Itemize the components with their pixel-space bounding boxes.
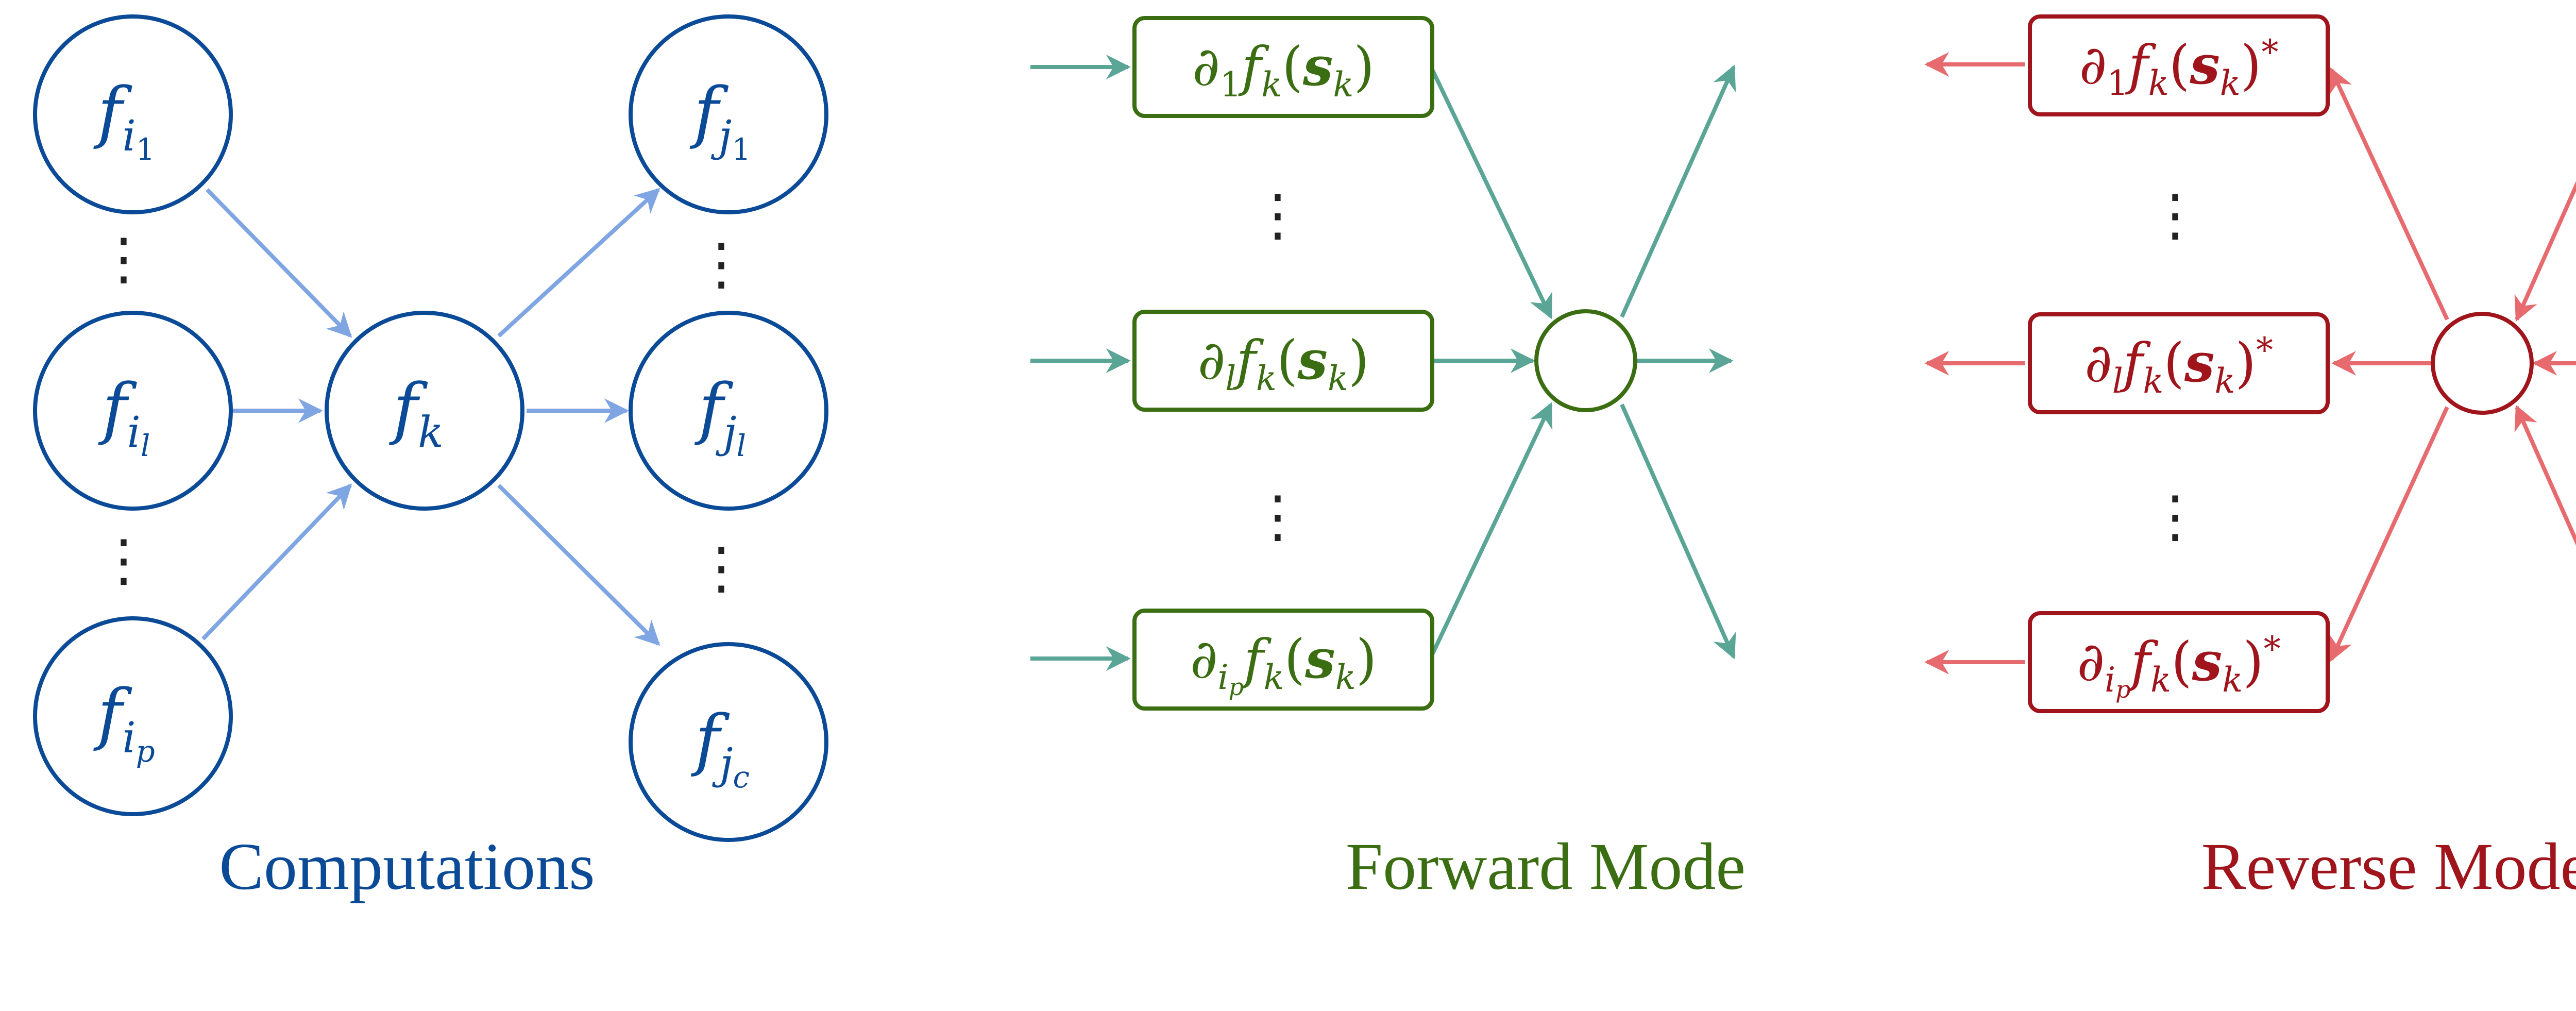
reverse-caption: Reverse Mode	[2201, 830, 2576, 904]
reverse-in-lower	[2514, 405, 2576, 546]
node-output-c	[629, 642, 828, 842]
reverse-box-l	[2028, 312, 2330, 414]
forward-edges	[1030, 55, 1736, 671]
reverse-box-l-label: ∂lfk(sk)*	[2084, 330, 2273, 401]
forward-caption: Forward Mode	[1346, 830, 1745, 904]
forward-boxp-to-sum	[1430, 402, 1553, 655]
computations-panel: fi1 fil fip fk fj1 fjl fjc ⋮ ⋮ ⋮	[33, 14, 828, 904]
forward-box1-to-sum	[1430, 69, 1553, 319]
forward-ellipsis-upper: ⋮	[1249, 182, 1306, 248]
computations-edges	[201, 188, 660, 646]
node-input-l	[33, 311, 233, 511]
forward-box-1	[1132, 16, 1434, 118]
reverse-box-1	[2028, 14, 2330, 116]
forward-sum-node	[1534, 309, 1637, 412]
node-output-1-label: fj1	[690, 73, 751, 167]
node-input-p	[33, 616, 233, 816]
edge-center-to-output-c	[497, 484, 660, 646]
edge-input-1-to-center	[206, 188, 352, 338]
node-center	[325, 311, 524, 511]
ellipsis-inputs-lower: ⋮	[95, 527, 152, 593]
ellipsis-outputs-upper: ⋮	[693, 231, 750, 297]
forward-box-p	[1132, 609, 1434, 711]
reverse-sum-node	[2431, 312, 2534, 415]
forward-ellipsis-lower: ⋮	[1249, 483, 1306, 549]
reverse-edges	[1924, 52, 2576, 675]
forward-box-1-label: ∂1fk(sk)	[1192, 35, 1375, 105]
reverse-in-upper	[2514, 181, 2576, 322]
ellipsis-outputs-lower: ⋮	[693, 535, 750, 601]
node-output-1	[629, 14, 828, 214]
edge-center-to-output-1	[497, 188, 660, 338]
forward-sum-out-down	[1620, 403, 1736, 660]
edge-input-p-to-center	[201, 483, 352, 641]
reverse-panel: ∂1fk(sk)* ∂lfk(sk)* ∂ipfk(sk)* ⋮ ⋮ Rever…	[1924, 14, 2576, 904]
node-input-1-label: fi1	[93, 73, 155, 167]
forward-box-l	[1132, 310, 1434, 412]
reverse-sum-to-boxp	[2329, 406, 2449, 662]
reverse-ellipsis-upper: ⋮	[2147, 182, 2204, 248]
node-output-l	[629, 311, 828, 511]
forward-box-p-label: ∂ipfk(sk)	[1190, 627, 1377, 701]
computations-caption: Computations	[219, 830, 595, 904]
forward-panel: ∂1fk(sk) ∂lfk(sk) ∂ipfk(sk) ⋮ ⋮ Forward …	[1030, 16, 1745, 904]
reverse-ellipsis-lower: ⋮	[2147, 483, 2204, 549]
reverse-sum-to-box1	[2329, 67, 2449, 321]
forward-box-l-label: ∂lfk(sk)	[1197, 328, 1369, 398]
reverse-box-p	[2028, 611, 2330, 713]
node-input-1	[33, 14, 233, 214]
forward-sum-out-up	[1620, 64, 1736, 318]
ellipsis-inputs-upper: ⋮	[95, 226, 152, 292]
